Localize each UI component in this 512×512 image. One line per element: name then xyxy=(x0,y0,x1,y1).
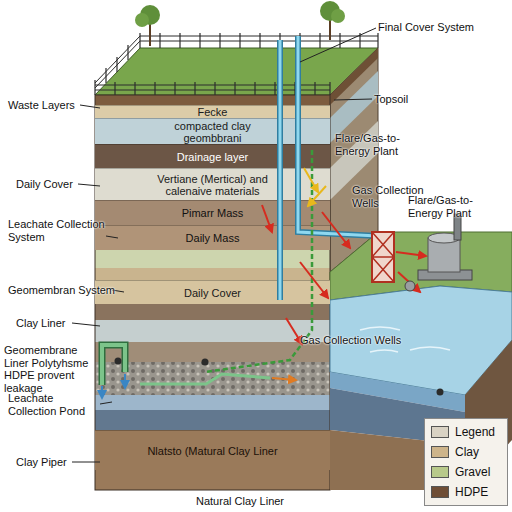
callout-label: Natural Clay Liner xyxy=(196,495,284,508)
legend-swatch xyxy=(431,446,449,458)
layer-band: Daily Mass xyxy=(95,225,330,250)
gas-well-tower xyxy=(372,232,394,282)
tree-crown xyxy=(331,9,345,23)
layer-band: Daily Cover xyxy=(95,280,330,304)
drain-hole xyxy=(202,359,209,366)
drain-hole xyxy=(437,389,444,396)
layer-band: Nlatsto (Matural Clay Liner xyxy=(95,430,330,470)
legend-box: LegendClayGravelHDPE xyxy=(424,418,508,506)
plant-base xyxy=(418,270,472,280)
leachate-pipe-outline xyxy=(102,345,125,385)
leachate-pipe xyxy=(102,345,125,385)
legend-row: Clay xyxy=(425,442,507,462)
callout-label: Geomembran System xyxy=(8,284,115,297)
flow-arrow xyxy=(272,378,296,380)
gas-arrow xyxy=(286,318,302,344)
clay-band xyxy=(95,268,330,280)
tower-lattice xyxy=(372,232,394,282)
plant-unit xyxy=(405,281,415,291)
leachate-pipe xyxy=(205,150,312,372)
gas-pipe-outline xyxy=(277,40,283,300)
callout-label: Leachate Collection Pond xyxy=(8,392,104,417)
gas-arrow xyxy=(398,272,420,292)
layer-band: Fecke xyxy=(95,105,330,118)
gas-arrow xyxy=(262,205,272,232)
block-outline xyxy=(95,95,330,490)
gas-arrow xyxy=(304,168,318,192)
callout-label: Leachate Collection System xyxy=(8,218,112,243)
legend-swatch xyxy=(431,486,449,498)
callout-label: Clay Piper xyxy=(16,456,67,469)
legend-row: Gravel xyxy=(425,462,507,482)
callout-label: Topsoil xyxy=(374,93,408,106)
callout-label: Final Cover System xyxy=(378,21,474,34)
legend-swatch xyxy=(431,466,449,478)
callout-label: Flare/Gas-to-Energy Plant xyxy=(335,132,409,157)
layer-band: Vertiane (Mertical) and calenaive materi… xyxy=(95,168,330,200)
grass-top xyxy=(95,48,378,95)
gas-arrow xyxy=(300,262,328,298)
legend-swatch xyxy=(431,426,449,438)
callout-label: Gas Collection Wells xyxy=(300,334,401,347)
gas-arrow xyxy=(308,186,326,206)
topsoil-band xyxy=(95,95,330,105)
callout-label: Waste Layers xyxy=(8,99,75,112)
layer-label: Pimarr Mass xyxy=(182,207,244,219)
callout-label: Flare/Gas-to-Energy Plant xyxy=(408,194,490,219)
fence-posts xyxy=(95,33,378,95)
legend-row: HDPE xyxy=(425,482,507,502)
clay-liner-band xyxy=(95,410,330,430)
callout-label: Clay Liner xyxy=(16,317,66,330)
callout-label: Geomembrane Liner Polytyhsme HDPE proven… xyxy=(4,344,104,394)
legend-text: Clay xyxy=(455,445,479,459)
layer-label: Drainage layer xyxy=(177,151,249,163)
hdpe-band xyxy=(95,395,330,410)
geomembrane-band xyxy=(95,320,330,342)
tree-trunk xyxy=(329,18,331,40)
gravel-texture xyxy=(95,362,330,395)
gravel-band xyxy=(95,250,330,268)
side-topsoil-band xyxy=(330,48,378,105)
layer-label: compacted clay geombbrani xyxy=(165,120,260,144)
legend-text: Gravel xyxy=(455,465,490,479)
layer-label: Daily Cover xyxy=(184,287,241,299)
gas-pipe xyxy=(279,40,282,300)
collection-pipe xyxy=(140,374,270,384)
plant-tank xyxy=(428,238,460,272)
layer-band: compacted clay geombbrani xyxy=(95,118,330,144)
tank-top xyxy=(428,233,460,243)
flow-arrow xyxy=(101,386,103,398)
gas-arrow xyxy=(322,212,350,248)
legend-row: Legend xyxy=(425,422,507,442)
layer-label: Vertiane (Mertical) and calenaive materi… xyxy=(143,173,283,197)
soil-band xyxy=(95,304,330,320)
natural-clay-band xyxy=(95,430,330,490)
layer-label: Fecke xyxy=(198,106,228,118)
legend-text: Legend xyxy=(455,425,495,439)
layer-band: Pimarr Mass xyxy=(95,200,330,225)
layer-label: Nlatsto (Matural Clay Liner xyxy=(147,445,277,457)
legend-text: HDPE xyxy=(455,485,488,499)
liner-band xyxy=(95,342,330,362)
tree-crown xyxy=(135,13,149,27)
leader-line xyxy=(72,28,376,462)
tree-trunk xyxy=(149,22,151,46)
gas-arrow xyxy=(396,252,426,256)
layer-band: Drainage layer xyxy=(95,144,330,168)
callout-label: Daily Cover xyxy=(16,178,73,191)
flow-arrow xyxy=(124,374,126,388)
fence-rail xyxy=(95,36,378,90)
drain-hole xyxy=(115,358,122,365)
layer-label: Daily Mass xyxy=(186,232,240,244)
gravel-base xyxy=(95,362,330,395)
